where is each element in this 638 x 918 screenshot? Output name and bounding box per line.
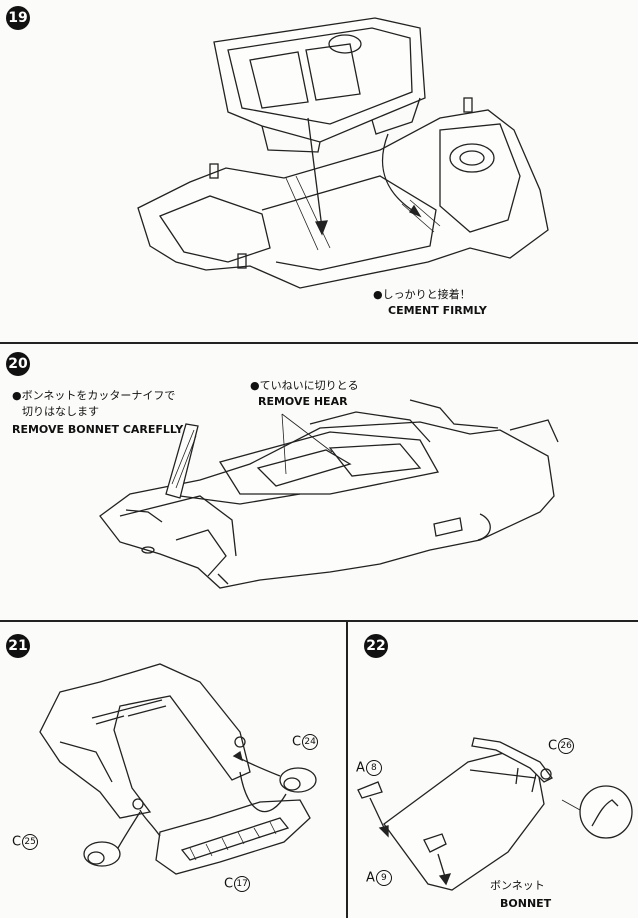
bonnet-label-jp: ボンネット [490,879,545,892]
step-19-illustration [137,17,549,289]
divider-20-21 [0,620,638,622]
divider-19-20 [0,342,638,344]
divider-21-22 [346,622,348,918]
step-19-panel: 19 ●しっかりと接着！ CEMENT FIRMLY [0,0,638,342]
step-20-note1-jp-line2: 切りはなします [22,405,99,418]
step-19-note-en: CEMENT FIRMLY [388,304,487,317]
step-22-illustration [357,737,633,891]
step-20-note1-en: REMOVE BONNET CAREFLLY [12,423,184,436]
step-20-note2-en: REMOVE HEAR [258,395,348,408]
step-20-note1-jp-line1: ●ボンネットをカッターナイフで [12,389,176,402]
step-20-panel: 20 ●ボンネットをカッターナイフで 切りはなします REMOVE BONNET… [0,344,638,620]
step-20-number: 20 [6,352,30,376]
bonnet-label-en: BONNET [500,897,552,910]
step-20-illustration [99,399,559,589]
step-19-number: 19 [6,6,30,30]
step-21-illustration [39,663,317,875]
step-21-number: 21 [6,634,30,658]
step-22-number: 22 [364,634,388,658]
step-19-note-jp: ●しっかりと接着！ [373,288,471,301]
step-20-note2-jp: ●ていねいに切りとる [250,379,359,392]
